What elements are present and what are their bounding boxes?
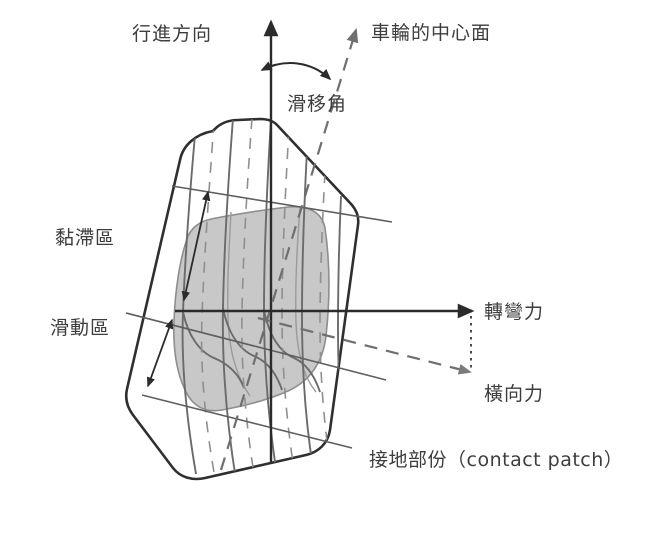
adhesion-zone-dimension bbox=[181, 190, 211, 302]
tread-sipe bbox=[319, 171, 330, 457]
lateral-force-arrow bbox=[257, 316, 472, 375]
contact-patch-shape bbox=[173, 205, 330, 412]
guide-line-bottom bbox=[141, 394, 353, 449]
label-contact-patch-caption: 接地部份（contact patch） bbox=[369, 449, 623, 471]
label-lateral-force: 橫向力 bbox=[484, 383, 544, 405]
label-travel-direction: 行進方向 bbox=[132, 23, 212, 45]
label-sliding-zone: 滑動區 bbox=[50, 317, 110, 339]
label-wheel-center-plane: 車輪的中心面 bbox=[371, 22, 491, 44]
patch-deform-edge-2 bbox=[295, 207, 317, 393]
tread-sipe bbox=[241, 119, 256, 479]
tread-groove bbox=[301, 149, 314, 469]
label-slip-angle: 滑移角 bbox=[287, 93, 347, 115]
patch-deform-edge bbox=[227, 211, 251, 397]
label-cornering-force: 轉彎力 bbox=[484, 301, 544, 323]
tire-footprint bbox=[124, 117, 360, 481]
slip-angle-arc bbox=[260, 61, 332, 81]
wheel-plane-arrow bbox=[219, 27, 359, 471]
tread-sipe bbox=[281, 127, 296, 477]
tread-sipes bbox=[200, 119, 330, 479]
contact-patch-area bbox=[173, 205, 330, 412]
tread-sipe bbox=[200, 121, 216, 479]
zone-dimensions bbox=[146, 190, 211, 388]
sliding-zone-dimension bbox=[146, 318, 174, 388]
label-adhesion-zone: 黏滯區 bbox=[55, 227, 115, 249]
